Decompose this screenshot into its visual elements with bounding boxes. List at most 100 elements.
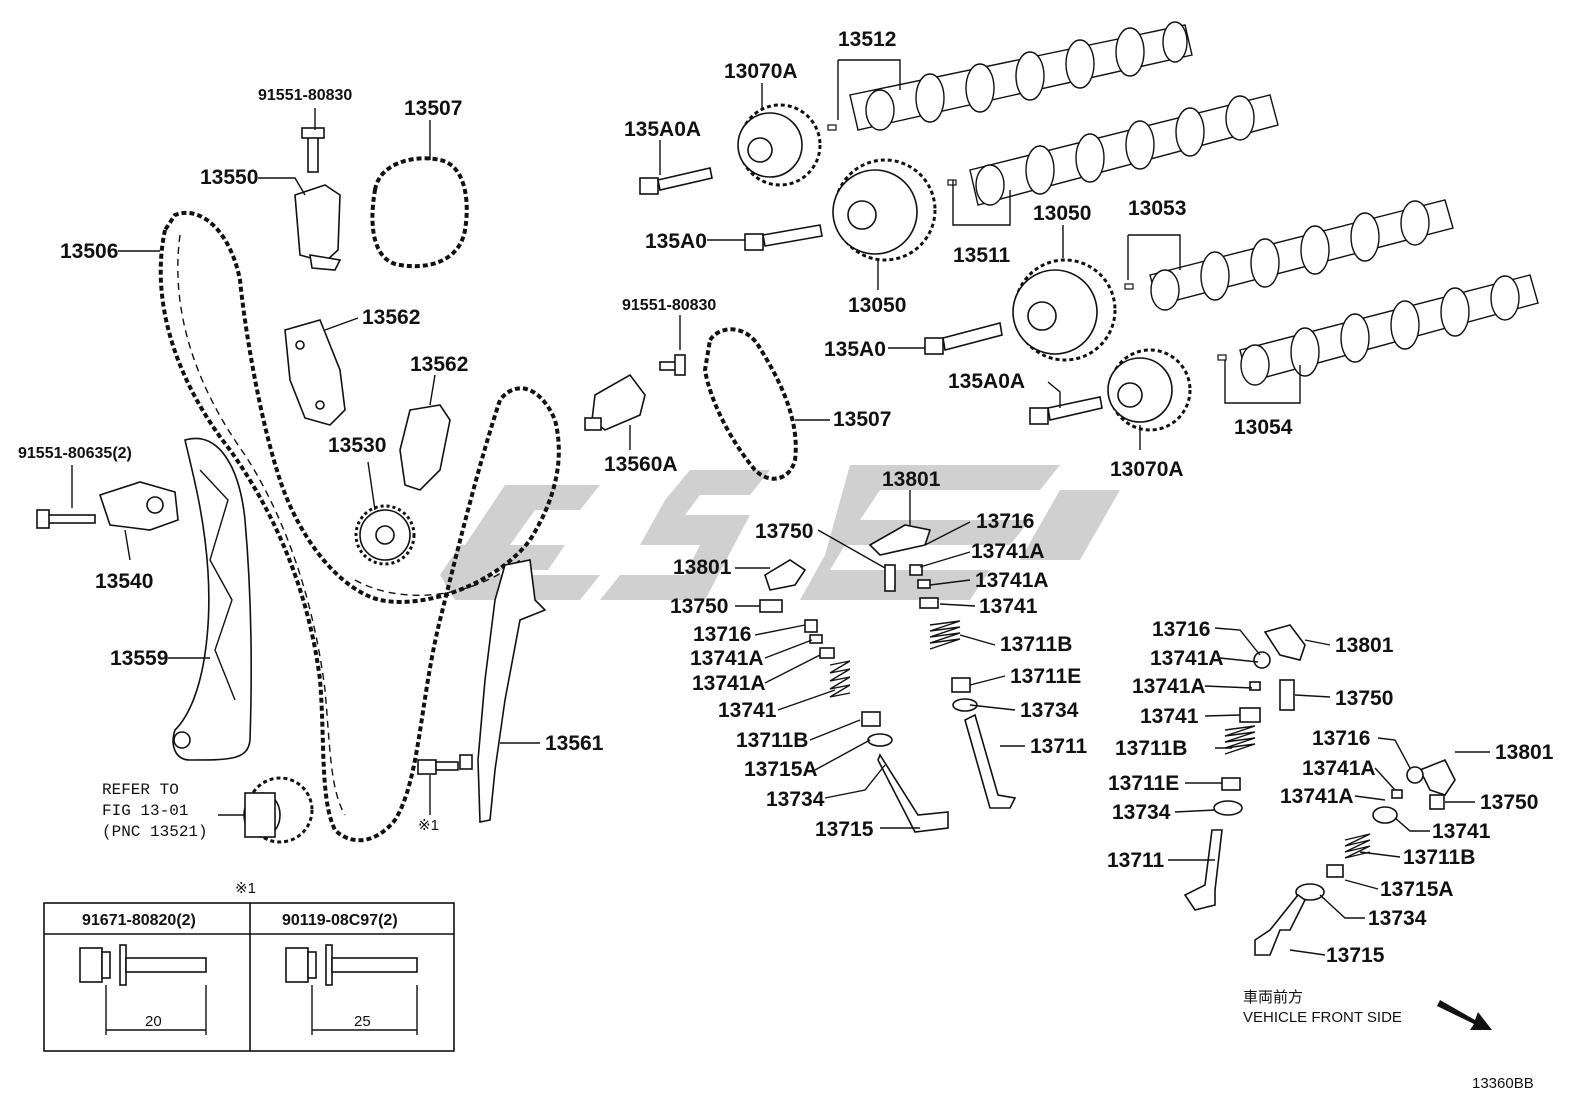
label-13741A-g: 13741A (1302, 757, 1376, 780)
tensioner-13550 (294, 127, 342, 271)
oil-pump-chain-13507-upper (370, 156, 469, 269)
vvt-gear-13050-upper (832, 158, 937, 262)
leader-lines (71, 59, 1490, 956)
table-col2-dim: 25 (354, 1013, 371, 1030)
label-star1: ※1 (418, 817, 439, 834)
label-13716-a: 13716 (976, 510, 1034, 533)
bolt-drawing-2: 25 (285, 944, 418, 1035)
label-13711-a: 13711 (1030, 735, 1088, 758)
label-13562-left: 13562 (362, 306, 420, 329)
dowel-pins (827, 124, 1227, 361)
label-13507-middle: 13507 (833, 408, 891, 431)
label-13750-d: 13750 (1480, 791, 1538, 814)
label-13054: 13054 (1234, 416, 1293, 439)
label-13750-b: 13750 (670, 595, 728, 618)
figure-id: 13360BB (1472, 1075, 1534, 1092)
label-13801-c: 13801 (1335, 634, 1394, 657)
label-13530: 13530 (328, 434, 386, 457)
label-91551-80830-middle: 91551-80830 (622, 297, 716, 314)
label-refer-to: REFER TO (102, 781, 179, 799)
label-135A0A-lower: 135A0A (948, 370, 1025, 393)
label-135A0-lower: 135A0 (824, 338, 886, 361)
label-13560A: 13560A (604, 453, 678, 476)
label-13559: 13559 (110, 647, 168, 670)
table-col1-dim: 20 (145, 1013, 162, 1030)
label-13750-a: 13750 (755, 520, 813, 543)
vvt-gear-13070A-upper (737, 103, 822, 187)
label-13715-b: 13715 (1326, 944, 1385, 967)
chain-guide-13562-left (284, 319, 346, 426)
label-13741A-b: 13741A (975, 569, 1049, 592)
label-91551-80830-upper: 91551-80830 (258, 87, 352, 104)
label-135A0A-upper: 135A0A (624, 118, 701, 141)
front-arrow-icon (1437, 1000, 1492, 1030)
chain-guide-13561 (459, 559, 547, 823)
label-13734-d: 13734 (1368, 907, 1427, 930)
chain-guide-13562-right (399, 404, 451, 491)
label-13053: 13053 (1128, 197, 1186, 220)
table-star-label: ※1 (235, 880, 256, 897)
label-13711B-d: 13711B (1403, 846, 1475, 869)
tensioner-13540 (36, 481, 179, 531)
table-col2-part: 90119-08C97(2) (282, 912, 398, 929)
timing-chain-13506 (158, 210, 561, 843)
idler-sprocket-13530 (354, 504, 416, 566)
bolt-135A0-upper (744, 224, 823, 251)
valve-train-right (1183, 624, 1456, 956)
vvt-gear-13070A-lower (1107, 348, 1192, 432)
label-13741-b: 13741 (718, 699, 777, 722)
part-labels: 91551-80830 13507 13550 13506 13562 1356… (18, 28, 1554, 967)
label-13741A-a: 13741A (971, 540, 1045, 563)
label-13741A-h: 13741A (1280, 785, 1354, 808)
label-13734-a: 13734 (1020, 699, 1079, 722)
label-13734-b: 13734 (766, 788, 825, 811)
bolt-135A0-lower (924, 322, 1003, 355)
label-13741A-e: 13741A (1150, 647, 1224, 670)
label-13711E-a: 13711E (1010, 665, 1081, 688)
table-col1-part: 91671-80820(2) (82, 912, 196, 929)
label-13050-upper: 13050 (848, 294, 906, 317)
label-13715-a: 13715 (815, 818, 874, 841)
label-13750-c: 13750 (1335, 687, 1393, 710)
label-13507-upper: 13507 (404, 97, 462, 120)
label-13711B-c: 13711B (1115, 737, 1187, 760)
label-13741-c: 13741 (1140, 705, 1199, 728)
chain-13507-middle (702, 327, 798, 481)
label-13801-b: 13801 (673, 556, 732, 579)
label-13711B-a: 13711B (1000, 633, 1072, 656)
front-side-japanese: 車両前方 (1243, 989, 1303, 1006)
label-13711B-b: 13711B (736, 729, 808, 752)
label-13715A-a: 13715A (744, 758, 818, 781)
camshaft-13511 (969, 94, 1279, 206)
label-refer-pnc: (PNC 13521) (102, 823, 208, 841)
label-13506: 13506 (60, 240, 118, 263)
label-13715A-b: 13715A (1380, 878, 1454, 901)
camshaft-13053 (1149, 199, 1454, 311)
bolt-135A0A-upper (639, 167, 713, 195)
vehicle-front-indicator: 車両前方 VEHICLE FRONT SIDE (1243, 989, 1492, 1030)
chain-slipper-13559 (172, 437, 252, 761)
label-13801-d: 13801 (1495, 741, 1554, 764)
label-13741-d: 13741 (1432, 820, 1491, 843)
valve-train-center (759, 524, 1017, 833)
label-13716-b: 13716 (693, 623, 751, 646)
label-13070A-upper: 13070A (724, 60, 798, 83)
label-13801-a: 13801 (882, 468, 941, 491)
bolt-star1 (417, 759, 459, 775)
label-13711E-b: 13711E (1108, 772, 1179, 795)
label-13716-c: 13716 (1152, 618, 1210, 641)
label-13711-b: 13711 (1107, 849, 1165, 872)
label-13562-right: 13562 (410, 353, 468, 376)
crank-sprocket (243, 776, 314, 844)
label-13741A-c: 13741A (690, 647, 764, 670)
label-13561: 13561 (545, 732, 604, 755)
label-13741A-f: 13741A (1132, 675, 1206, 698)
label-refer-fig: FIG 13-01 (102, 802, 188, 820)
label-13550: 13550 (200, 166, 258, 189)
tensioner-13560A (584, 354, 686, 431)
label-91551-80635: 91551-80635(2) (18, 445, 132, 462)
bolt-reference-table: ※1 91671-80820(2) 90119-08C97(2) 20 25 (43, 880, 455, 1052)
label-13050-lower: 13050 (1033, 202, 1091, 225)
